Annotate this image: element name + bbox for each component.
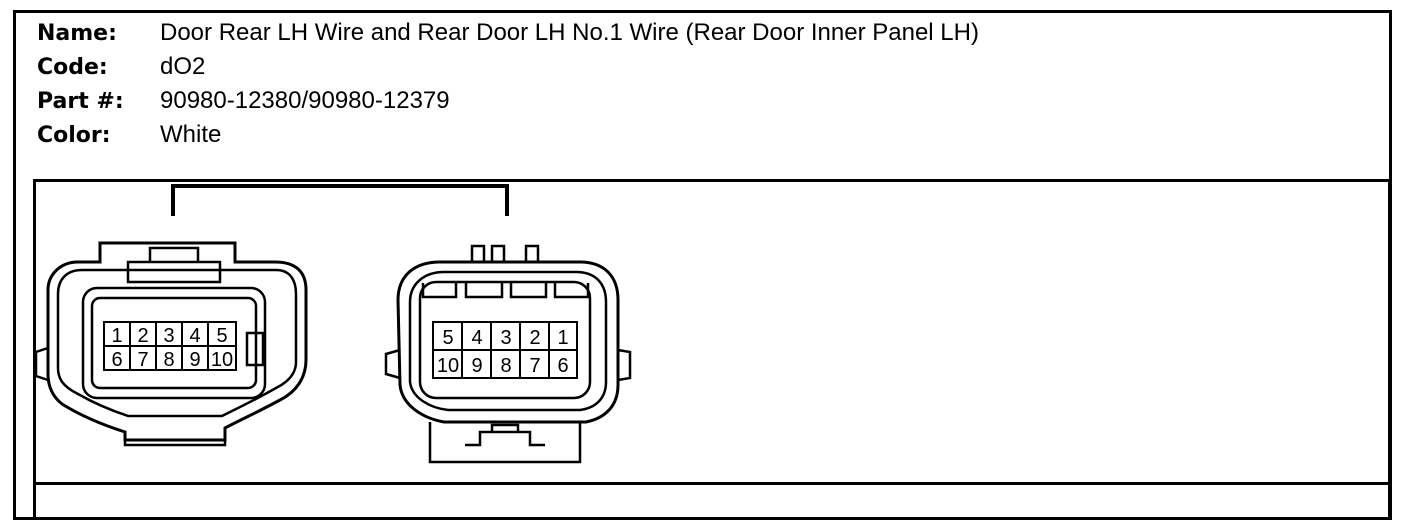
right-connector-housing (396, 260, 620, 424)
left-connector-inner-wall (56, 268, 298, 418)
right-pin-3: 3 (500, 327, 511, 349)
connector-diagram-frame (33, 179, 1391, 485)
color-value: White (160, 121, 222, 148)
left-pin-1: 1 (111, 325, 122, 347)
color-row: Color: White (37, 122, 221, 149)
left-connector-key (245, 331, 265, 367)
footer-frame (33, 482, 1391, 520)
left-connector-side-lock (34, 346, 49, 382)
right-pin-6: 6 (557, 355, 568, 377)
right-connector-cavity (418, 280, 592, 400)
part-row: Part #: 90980-12380/90980-12379 (37, 88, 450, 115)
name-value: Door Rear LH Wire and Rear Door LH No.1 … (160, 19, 979, 46)
left-pin-3: 3 (163, 325, 174, 347)
left-connector-cavity (81, 286, 267, 400)
left-connector-latch-tab (148, 246, 200, 262)
left-pin-5: 5 (216, 325, 227, 347)
right-pin-7: 7 (529, 355, 540, 377)
right-pin-9: 9 (471, 355, 482, 377)
left-pin-9: 9 (189, 349, 200, 371)
right-connector-top-slots (421, 283, 590, 299)
mating-bracket (171, 184, 509, 216)
right-connector (384, 244, 632, 464)
left-connector-bottom-tab (123, 440, 227, 447)
part-value: 90980-12380/90980-12379 (160, 87, 450, 114)
right-connector-lock-housing (428, 422, 582, 464)
left-pin-labels: 1 2 3 4 5 6 7 8 9 10 (111, 325, 233, 371)
name-label: Name: (37, 21, 117, 46)
part-label: Part #: (37, 89, 124, 114)
right-connector-inner-wall (408, 270, 608, 412)
right-connector-lock-button (490, 423, 520, 432)
color-label: Color: (37, 123, 111, 148)
left-connector-latch (126, 260, 222, 284)
right-connector-top-tabs (470, 244, 540, 262)
left-pin-6: 6 (111, 349, 122, 371)
right-pin-10: 10 (437, 355, 459, 377)
left-pin-10: 10 (211, 349, 233, 371)
right-pin-5: 5 (442, 327, 453, 349)
right-pin-4: 4 (471, 327, 482, 349)
right-connector-lock-lever (465, 430, 545, 447)
left-pin-2: 2 (137, 325, 148, 347)
left-pin-4: 4 (189, 325, 200, 347)
code-label: Code: (37, 55, 108, 80)
left-connector-housing (46, 241, 308, 442)
right-connector-side-lock-left (384, 348, 401, 380)
code-value: dO2 (160, 53, 206, 80)
left-pin-8: 8 (163, 349, 174, 371)
left-connector-cavity-inner (90, 296, 258, 390)
right-connector-side-lock-right (617, 348, 632, 382)
left-connector (34, 241, 308, 447)
code-row: Code: dO2 (37, 54, 205, 81)
right-pin-2: 2 (529, 327, 540, 349)
left-pin-7: 7 (137, 349, 148, 371)
right-pin-8: 8 (500, 355, 511, 377)
right-pin-labels: 5 4 3 2 1 10 9 8 7 6 (437, 327, 569, 377)
name-row: Name: Door Rear LH Wire and Rear Door LH … (37, 20, 979, 47)
right-pin-1: 1 (557, 327, 568, 349)
